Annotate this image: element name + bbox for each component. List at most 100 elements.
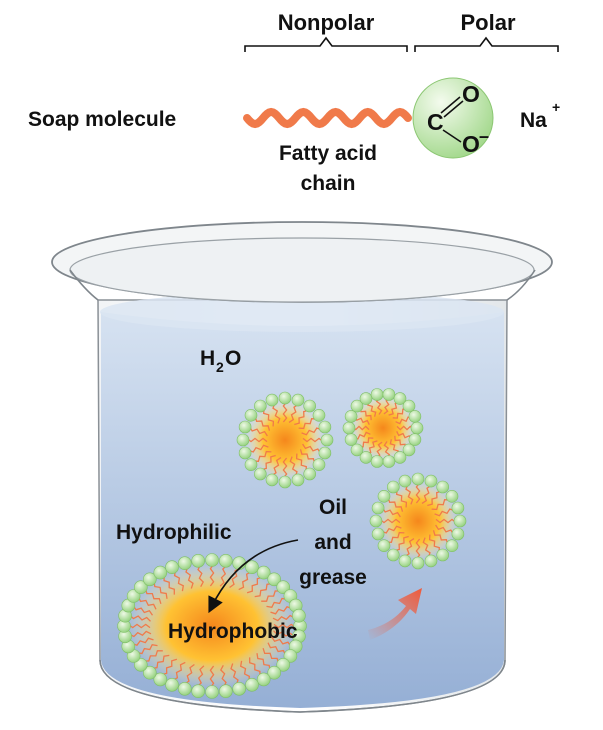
oxygen-single-bond-atom: O: [462, 131, 480, 157]
water-h: H: [200, 347, 215, 370]
micelle-large-soap-head: [143, 665, 157, 680]
micelle-large-soap-head: [245, 560, 259, 575]
soap-molecule-label: Soap molecule: [28, 108, 176, 131]
fatty-acid-tail: [243, 107, 412, 129]
oil-label-line2: and: [314, 531, 351, 554]
micelle-top-left-soap-head: [253, 399, 267, 413]
micelle-large-soap-head: [283, 649, 298, 663]
micelle-large-soap-head: [191, 684, 205, 699]
micelle-top-left-soap-head: [320, 433, 334, 447]
micelle-right-oil-core: [378, 481, 458, 561]
micelle-top-right-soap-head: [359, 392, 373, 405]
micelle-right-soap-head: [411, 472, 425, 486]
double-bond-2: [443, 100, 464, 118]
sodium-charge: +: [552, 99, 560, 115]
micelle-top-right-soap-head: [350, 443, 364, 457]
micelle-right-soap-head: [453, 514, 467, 528]
micelle-top-right-soap-head: [393, 392, 407, 405]
negative-charge: –: [479, 126, 489, 146]
motion-arrow: [368, 588, 422, 640]
micelle-large-soap-head: [267, 572, 282, 587]
micelle-top-left-soap-head: [312, 458, 326, 472]
micelle-large-soap-head: [267, 665, 282, 680]
micelle-right: [369, 472, 467, 570]
micelle-top-left-soap-head: [318, 446, 332, 460]
oil-label-line3: grease: [299, 566, 367, 589]
micelle-top-left-soap-head: [291, 393, 305, 407]
micelle-top-left-soap-head: [238, 446, 252, 460]
micelle-right-soap-head: [371, 501, 385, 515]
micelle-large-soap-head: [143, 572, 157, 587]
micelle-top-left-soap-head: [303, 399, 317, 413]
micelle-right-soap-head: [451, 527, 465, 541]
micelle-large-soap-head: [256, 565, 271, 580]
hydrophobic-label: Hydrophobic: [168, 620, 298, 643]
water-o: O: [225, 347, 241, 370]
micelle-top-right-soap-head: [370, 455, 384, 468]
micelle-right-soap-head: [436, 548, 450, 562]
micelle-right-soap-head: [445, 489, 459, 503]
micelle-large-soap-head: [153, 565, 168, 580]
fatty-acid-label-line1: Fatty acid: [279, 142, 377, 165]
double-bond-1: [440, 96, 461, 114]
sodium-ion: Na: [520, 109, 547, 132]
micelle-top-left-soap-head: [312, 408, 326, 422]
oil-label-line1: Oil: [319, 496, 347, 519]
micelle-top-right-soap-head: [393, 451, 407, 464]
micelle-top-right-soap-head: [344, 410, 358, 423]
micelle-top-left-soap-head: [236, 433, 250, 447]
polar-head-circle: [412, 77, 494, 159]
micelle-top-right-soap-head: [408, 410, 422, 423]
micelle-top-left-soap-head: [265, 473, 279, 487]
micelle-right-soap-head: [377, 539, 391, 553]
micelle-top-left-soap-head: [318, 420, 332, 434]
micelle-large-soap-head: [219, 684, 233, 699]
micelle-large-soap-head: [205, 553, 219, 567]
nonpolar-bracket: [244, 36, 408, 52]
beaker-bottom-edge: [99, 659, 506, 713]
micelle-large-oil-core: [128, 563, 296, 689]
micelle-large-soap-head: [165, 677, 179, 692]
micelle-large-soap-head: [232, 681, 246, 696]
carbon-atom: C: [427, 109, 444, 135]
micelle-large-soap-head: [276, 657, 291, 672]
micelle-large: [117, 553, 307, 699]
oxygen-double-bond-atom: O: [462, 81, 480, 107]
micelle-top-right-soap-head: [382, 388, 396, 401]
polar-label: Polar: [460, 10, 515, 35]
fatty-acid-label-line2: chain: [301, 172, 356, 195]
water-formula: H 2 O: [200, 347, 241, 375]
micelle-large-soap-head: [178, 681, 192, 696]
micelle-right-soap-head: [424, 554, 438, 568]
micelle-top-left-soap-head: [238, 420, 252, 434]
nonpolar-label: Nonpolar: [278, 10, 375, 35]
micelle-top-right-soap-head: [359, 451, 373, 464]
micelle-top-left: [236, 391, 334, 489]
micelle-large-soap-head: [191, 553, 205, 568]
micelle-large-soap-head: [292, 608, 306, 623]
beaker-rim-inner: [69, 237, 535, 303]
micelle-large-soap-head: [256, 672, 271, 687]
single-bond: [442, 129, 462, 143]
micelle-large-soap-head: [219, 553, 233, 568]
micelle-large-soap-head: [165, 560, 179, 575]
water-surface: [100, 292, 504, 332]
micelle-top-right-soap-head: [410, 421, 424, 435]
micelle-top-left-soap-head: [244, 408, 258, 422]
micelle-top-right: [342, 388, 424, 468]
micelle-large-soap-head: [153, 672, 168, 687]
micelle-top-right-soap-head: [342, 421, 356, 435]
micelle-top-left-soap-head: [291, 473, 305, 487]
soap-molecule-figure: Nonpolar Polar Soap molecule Fatty acid …: [28, 10, 560, 195]
micelle-top-right-soap-head: [402, 443, 416, 457]
micelle-top-left-soap-head: [303, 467, 317, 481]
polar-bracket: [414, 36, 559, 52]
micelle-top-right-soap-head: [408, 433, 422, 446]
micelle-large-soap-head: [178, 556, 192, 571]
micelle-top-left-soap-head: [278, 391, 292, 405]
micelle-right-soap-head: [371, 527, 385, 541]
micelle-right-soap-head: [436, 480, 450, 494]
beaker-neck: [69, 269, 536, 301]
micelle-large-soap-head: [134, 657, 148, 672]
hydrophilic-label: Hydrophilic: [116, 521, 232, 544]
